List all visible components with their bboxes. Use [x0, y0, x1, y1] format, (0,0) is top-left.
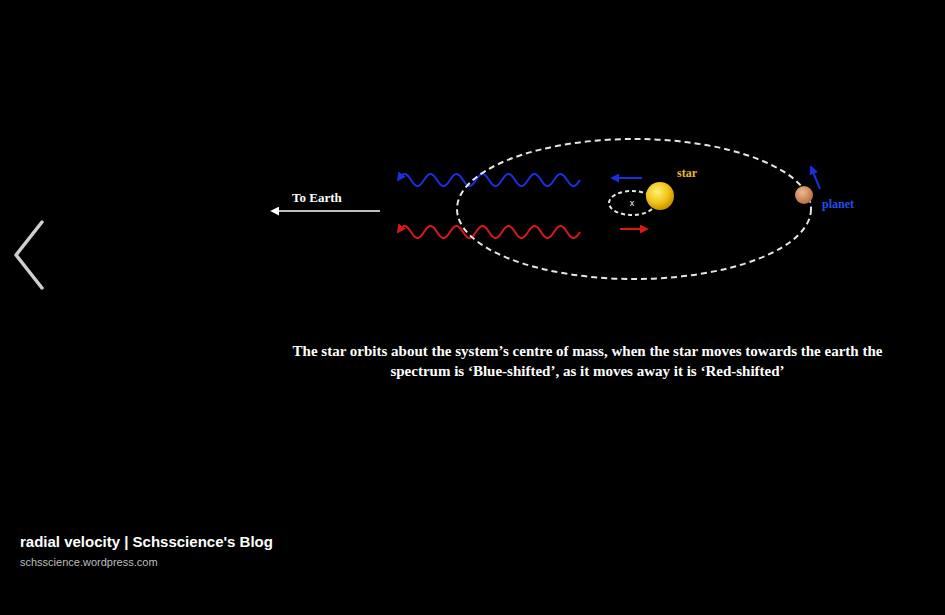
- earth-arrow: [272, 210, 380, 212]
- source-title: radial velocity | Schsscience's Blog: [20, 533, 273, 551]
- prev-chevron: [16, 222, 42, 288]
- source-url: schsscience.wordpress.com: [20, 556, 158, 569]
- caption-text: The star orbits about the system’s centr…: [270, 341, 905, 381]
- star-label: star: [677, 166, 697, 180]
- direction-label: To Earth: [292, 190, 342, 206]
- blue-motion-arrow: [612, 177, 642, 179]
- planet-label: planet: [822, 197, 854, 211]
- planet-orbit: [457, 139, 811, 279]
- red-shift-wave: [398, 226, 580, 238]
- star-body: [646, 182, 674, 210]
- red-motion-arrow: [620, 228, 647, 230]
- planet-motion-arrow: [811, 167, 820, 189]
- planet-body: [795, 186, 813, 204]
- centre-of-mass-mark: x: [630, 198, 635, 209]
- blue-shift-wave: [398, 174, 580, 186]
